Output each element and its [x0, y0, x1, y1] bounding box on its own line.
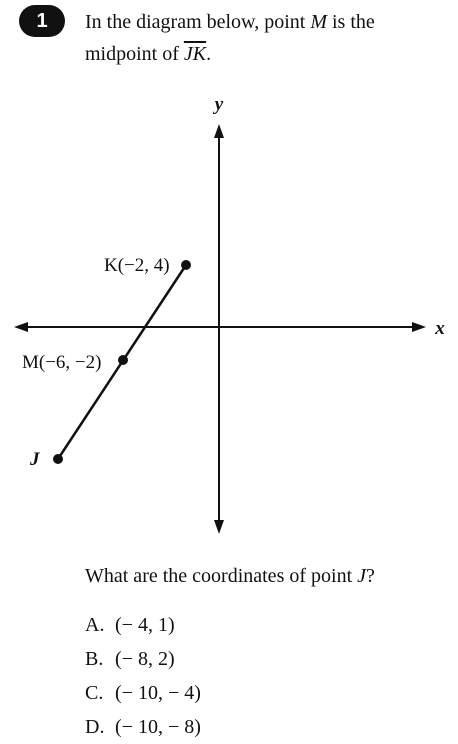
point-j-name: J — [357, 565, 367, 587]
x-axis-label: x — [434, 318, 445, 339]
y-axis-label: y — [213, 94, 224, 115]
question-number-badge: 1 — [19, 5, 65, 37]
y-axis-down-arrow-icon — [214, 520, 224, 534]
choice-text: (− 4, 1) — [115, 614, 175, 636]
stem-text: is the — [326, 11, 375, 33]
choice-d[interactable]: D. (− 10, − 8) — [85, 710, 201, 744]
point-m-name: M — [310, 11, 327, 33]
choice-text: (− 10, − 8) — [115, 716, 201, 738]
choice-letter: D. — [85, 716, 105, 738]
prompt-text: ? — [366, 565, 375, 587]
question-stem: In the diagram below, point M is the mid… — [85, 6, 445, 70]
stem-text: In the diagram below, point — [85, 11, 311, 33]
prompt-text: What are the coordinates of point — [85, 565, 358, 587]
segment-jk-name: JK — [183, 43, 207, 65]
choice-text: (− 10, − 4) — [115, 682, 201, 704]
point-j-label: J — [29, 449, 40, 470]
point-j — [53, 454, 63, 464]
coordinate-diagram: y x K(−2, 4) M(−6, −2) J — [14, 94, 445, 534]
stem-line-1: In the diagram below, point M is the — [85, 6, 445, 38]
choice-a[interactable]: A. (− 4, 1) — [85, 608, 201, 642]
y-axis-up-arrow-icon — [214, 124, 224, 138]
point-k-label: K(−2, 4) — [104, 255, 170, 276]
choice-text: (− 8, 2) — [115, 648, 175, 670]
point-k — [181, 260, 191, 270]
x-axis-left-arrow-icon — [14, 322, 28, 332]
stem-text: midpoint of — [85, 43, 184, 65]
point-m-label: M(−6, −2) — [22, 352, 101, 373]
answer-choices: A. (− 4, 1) B. (− 8, 2) C. (− 10, − 4) D. (−… — [85, 608, 201, 744]
x-axis-right-arrow-icon — [412, 322, 426, 332]
stem-text: . — [206, 43, 212, 65]
point-m — [118, 355, 128, 365]
choice-letter: A. — [85, 614, 105, 636]
choice-b[interactable]: B. (− 8, 2) — [85, 642, 201, 676]
stem-line-2: midpoint of JK. — [85, 38, 445, 70]
choice-letter: B. — [85, 648, 104, 670]
choice-c[interactable]: C. (− 10, − 4) — [85, 676, 201, 710]
choice-letter: C. — [85, 682, 104, 704]
question-prompt: What are the coordinates of point J? — [85, 562, 375, 590]
